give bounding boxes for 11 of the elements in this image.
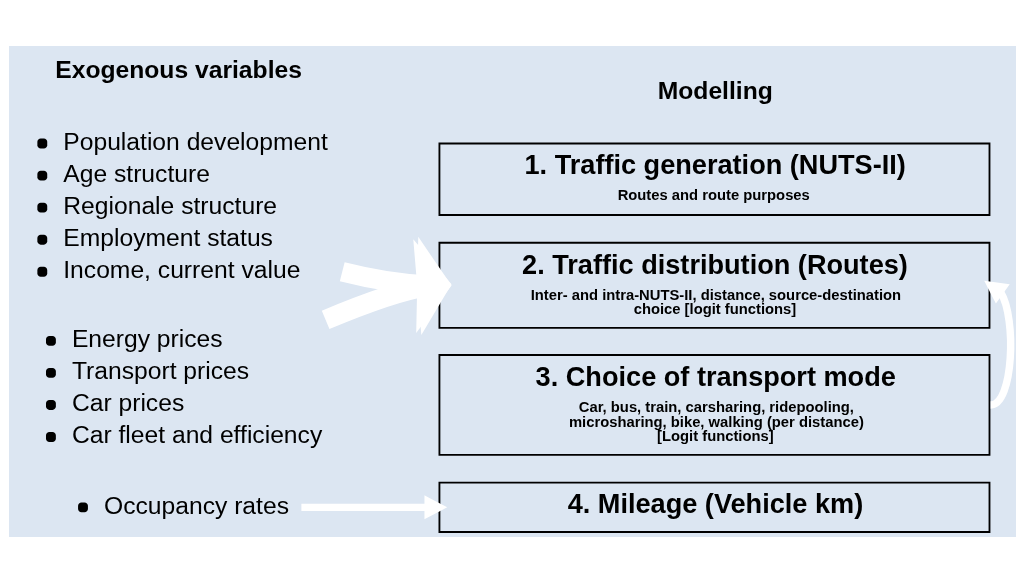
arrow	[300, 495, 447, 520]
label: Exogenous variables	[54, 56, 302, 84]
label: Modelling	[657, 77, 773, 105]
arrow	[983, 280, 1014, 409]
node-box: 3. Choice of transport mode Car, bus, train, carsharing, ridepooling, microsharing, bike, walking (per distance) [Logit functions]	[438, 354, 990, 456]
node-box: 4. Mileage (Vehicle km)	[438, 481, 990, 533]
node-text: Population development Age structure Regionale structure Employment status Income, current value	[62, 127, 328, 283]
node-box: 1. Traffic generation (NUTS-II) Routes and route purposes	[438, 142, 990, 216]
node-text: Energy prices Transport prices Car prices Car fleet and efficiency	[71, 325, 322, 449]
node-box: 2. Traffic distribution (Routes) Inter- and intra-NUTS-II, distance, source-destination choice [logit functions]	[438, 241, 990, 329]
node-label: Occupancy rates	[103, 491, 289, 519]
